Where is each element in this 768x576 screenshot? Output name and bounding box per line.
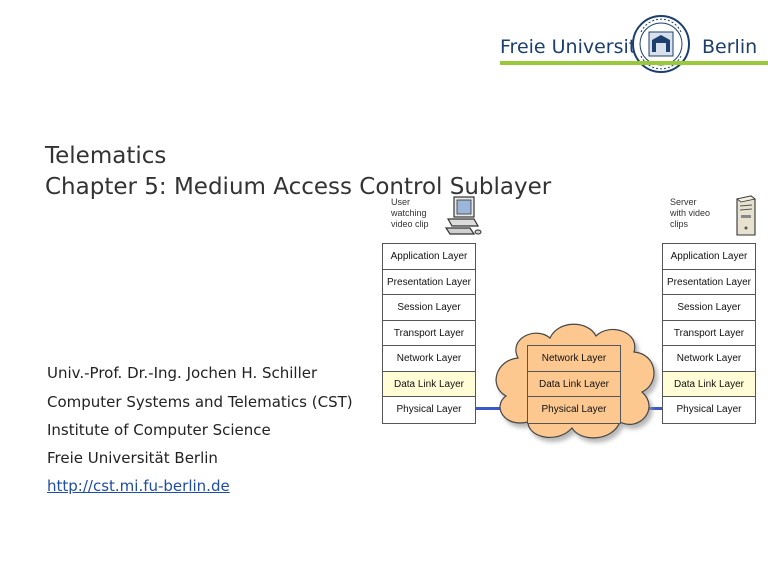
cloud-data-link-layer: Data Link Layer [528,372,620,397]
chapter-title: Chapter 5: Medium Access Control Sublaye… [45,174,552,200]
user-network-layer: Network Layer [383,346,475,372]
user-data-link-layer: Data Link Layer [383,371,475,397]
user-presentation-layer: Presentation Layer [383,270,475,295]
network-protocol-stack: Network Layer Data Link Layer Physical L… [527,345,621,424]
user-caption-line: User [391,197,411,207]
cloud-network-layer: Network Layer [528,346,620,372]
cloud-physical-layer: Physical Layer [541,404,607,415]
author-name: Univ.-Prof. Dr.-Ing. Jochen H. Schiller [47,364,318,382]
group-website-link[interactable]: http://cst.mi.fu-berlin.de [47,477,230,495]
logo-text-right: Berlin [702,36,758,58]
course-title: Telematics [45,143,167,169]
author-institute: Institute of Computer Science [47,421,271,439]
user-session-layer: Session Layer [383,295,475,321]
user-caption: User watching video clip [391,197,439,230]
author-group: Computer Systems and Telematics (CST) [47,393,353,411]
server-physical-layer: Physical Layer [676,404,742,415]
server-presentation-layer: Presentation Layer [663,270,755,295]
university-seal-icon [632,15,690,73]
server-caption-line: Server [670,197,697,207]
server-transport-layer: Transport Layer [663,321,755,346]
server-caption: Server with video clips [670,197,718,230]
desktop-computer-icon [444,196,482,235]
server-tower-icon [736,195,756,236]
logo-text-left: Freie Universität [500,36,656,58]
server-session-layer: Session Layer [663,295,755,321]
server-network-layer: Network Layer [663,346,755,372]
user-application-layer: Application Layer [383,244,475,270]
user-caption-line: watching [391,208,427,218]
user-caption-line: video clip [391,219,429,229]
server-caption-line: with video [670,208,711,218]
logo-underline [500,61,768,65]
server-caption-line: clips [670,219,689,229]
user-transport-layer: Transport Layer [383,321,475,346]
server-application-layer: Application Layer [663,244,755,270]
user-protocol-stack: Application Layer Presentation Layer Ses… [382,243,476,424]
user-physical-layer: Physical Layer [396,404,462,415]
server-data-link-layer: Data Link Layer [663,371,755,397]
university-logo: Freie Universität Berlin [500,14,768,74]
author-university: Freie Universität Berlin [47,449,218,467]
server-protocol-stack: Application Layer Presentation Layer Ses… [662,243,756,424]
